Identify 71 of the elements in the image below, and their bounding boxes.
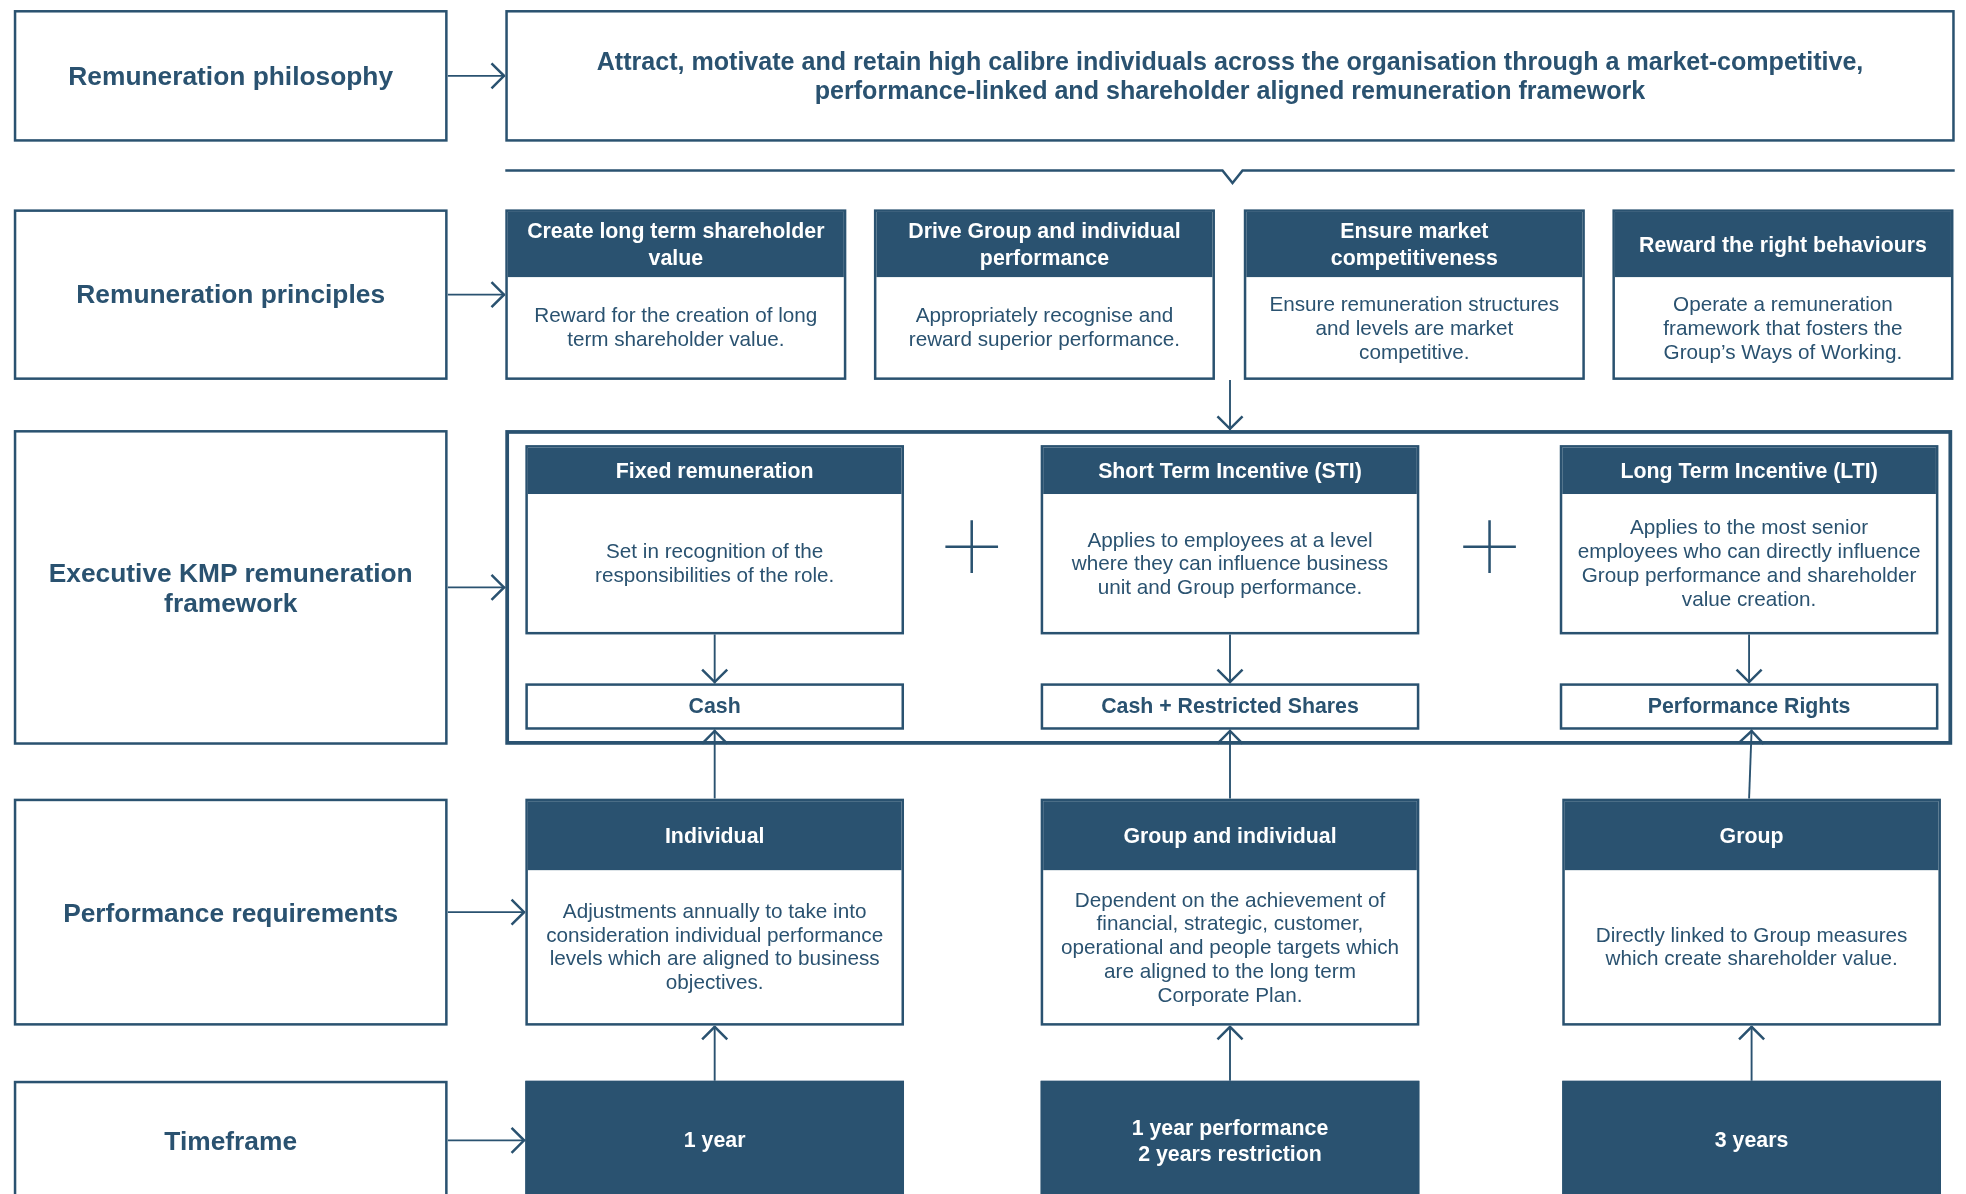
card-heading: Group <box>1719 822 1784 849</box>
card-heading: Ensure market competitiveness <box>1329 218 1499 271</box>
info-card <box>1040 445 1420 635</box>
statement-text: Attract, motivate and retain high calibre individuals across the organisation through a market-competitive, performance-linked and shareholder aligned remuneration framework <box>595 47 1865 105</box>
info-card <box>1562 798 1941 1026</box>
row-label-box <box>13 10 448 142</box>
card-description: Ensure remuneration structures and levels are market competitive. <box>1268 291 1561 363</box>
chevron-arrow <box>1216 633 1244 685</box>
row-label-box <box>13 798 448 1026</box>
framework-frame <box>505 430 1953 745</box>
chevron-arrow <box>1737 728 1765 800</box>
card-description: Applies to the most senior employees who can directly influence Group performance and shareholder value creation. <box>1577 515 1921 611</box>
info-card <box>1040 798 1420 1026</box>
card-description: Operate a remuneration framework that fosters the Group’s Ways of Working. <box>1662 291 1904 363</box>
chevron-arrow <box>446 1126 527 1155</box>
card-description: Reward for the creation of long term shareholder value. <box>533 303 819 352</box>
chevron-arrow <box>446 573 507 602</box>
info-card <box>873 209 1215 380</box>
timeframe-box <box>1040 1080 1420 1194</box>
chevron-arrow <box>1216 728 1244 800</box>
info-card <box>525 445 904 635</box>
outcome-label: Cash <box>688 694 741 720</box>
chevron-arrow <box>446 898 527 926</box>
card-description: Adjustments annually to take into consideration individual performance levels which are aligned to business objectives. <box>545 899 885 995</box>
card-heading: Fixed remuneration <box>615 457 814 484</box>
card-heading: Short Term Incentive (STI) <box>1098 457 1362 484</box>
outcome-box <box>1040 683 1420 730</box>
chevron-arrow <box>1216 1024 1244 1082</box>
timeframe-label: 3 years <box>1714 1127 1789 1154</box>
row-label-box <box>13 209 448 380</box>
info-card <box>525 798 904 1026</box>
row-label-box <box>13 430 448 745</box>
row-heading: Remuneration philosophy <box>68 60 394 91</box>
chevron-arrow <box>446 280 507 309</box>
chevron-arrow <box>1735 633 1763 685</box>
chevron-arrow <box>700 728 729 800</box>
statement-box <box>505 10 1955 142</box>
row-heading: Timeframe <box>164 1125 298 1156</box>
row-heading: Remuneration principles <box>76 279 386 310</box>
card-description: Applies to employees at a level where they can influence business unit and Group performance. <box>1070 527 1390 599</box>
card-description: Set in recognition of the responsibilities of the role. <box>594 539 836 587</box>
chevron-arrow <box>1216 378 1244 431</box>
outcome-box <box>525 683 904 730</box>
row-heading: Executive KMP remuneration framework <box>47 557 414 618</box>
card-heading: Reward the right behaviours <box>1639 231 1927 258</box>
card-description: Directly linked to Group measures which create shareholder value. <box>1594 922 1909 971</box>
row-label-box <box>13 1080 448 1194</box>
chevron-arrow <box>446 62 507 90</box>
chevron-arrow <box>700 633 729 685</box>
timeframe-box <box>1562 1080 1941 1194</box>
timeframe-label: 1 year performance <box>1131 1114 1329 1141</box>
outcome-label: Cash + Restricted Shares <box>1101 694 1359 720</box>
info-card <box>1243 209 1585 380</box>
info-card <box>505 209 847 380</box>
card-heading: Create long term shareholder value <box>526 218 826 271</box>
outcome-label: Performance Rights <box>1647 694 1851 720</box>
row-heading: Performance requirements <box>63 897 399 928</box>
chevron-arrow <box>700 1024 729 1082</box>
card-heading: Group and individual <box>1123 822 1337 849</box>
card-heading: Drive Group and individual performance <box>907 218 1182 271</box>
card-description: Appropriately recognise and reward superior performance. <box>907 303 1182 352</box>
card-heading: Long Term Incentive (LTI) <box>1620 457 1878 484</box>
info-card <box>1559 445 1939 635</box>
chevron-arrow <box>1737 1024 1766 1082</box>
card-heading: Individual <box>664 822 765 849</box>
info-card <box>1612 209 1954 380</box>
outcome-box <box>1559 683 1939 730</box>
timeframe-label: 1 year <box>683 1127 746 1154</box>
timeframe-label: 2 years restriction <box>1138 1140 1322 1167</box>
card-description: Dependent on the achievement of financial, strategic, customer, operational and people targets which are aligned to the long term Corporate Plan. <box>1059 887 1401 1007</box>
timeframe-box <box>525 1080 904 1194</box>
